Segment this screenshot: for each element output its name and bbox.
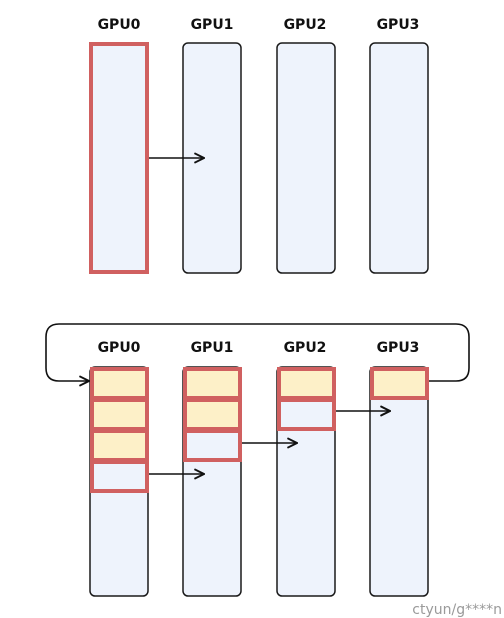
- gpu2-chunk-1-filled: [277, 367, 336, 400]
- gpu0-chunk-2-filled: [90, 398, 149, 431]
- gpu0-chunk-1-filled: [90, 367, 149, 400]
- gpu1-chunk-2-filled: [183, 398, 242, 431]
- top-gpu1-label: GPU1: [191, 17, 234, 33]
- memory-chunks: [90, 367, 429, 493]
- bottom-gpu3-label: GPU3: [377, 340, 420, 356]
- top-gpu3-box: [369, 42, 429, 274]
- gpu3-chunk-1-filled: [370, 367, 429, 400]
- bottom-gpu3-box: [369, 366, 429, 597]
- top-gpu2-label: GPU2: [284, 17, 327, 33]
- gpu1-chunk-1-filled: [183, 367, 242, 400]
- watermark: ctyun/g****n: [412, 602, 502, 618]
- loop-arrow-gpu3-to-gpu0: [45, 323, 470, 381]
- bottom-gpu2-label: GPU2: [284, 340, 327, 356]
- gpu0-chunk-3-filled: [90, 429, 149, 462]
- gpu1-chunk-3-empty: [183, 429, 242, 462]
- bottom-gpu1-label: GPU1: [191, 340, 234, 356]
- gpu2-chunk-2-empty: [277, 398, 336, 431]
- gpu0-chunk-4-empty: [90, 460, 149, 493]
- top-gpu0-label: GPU0: [98, 17, 141, 33]
- top-gpu0-box-highlighted: [89, 42, 149, 274]
- bottom-gpu0-label: GPU0: [98, 340, 141, 356]
- top-gpu3-label: GPU3: [377, 17, 420, 33]
- top-gpu2-box: [276, 42, 336, 274]
